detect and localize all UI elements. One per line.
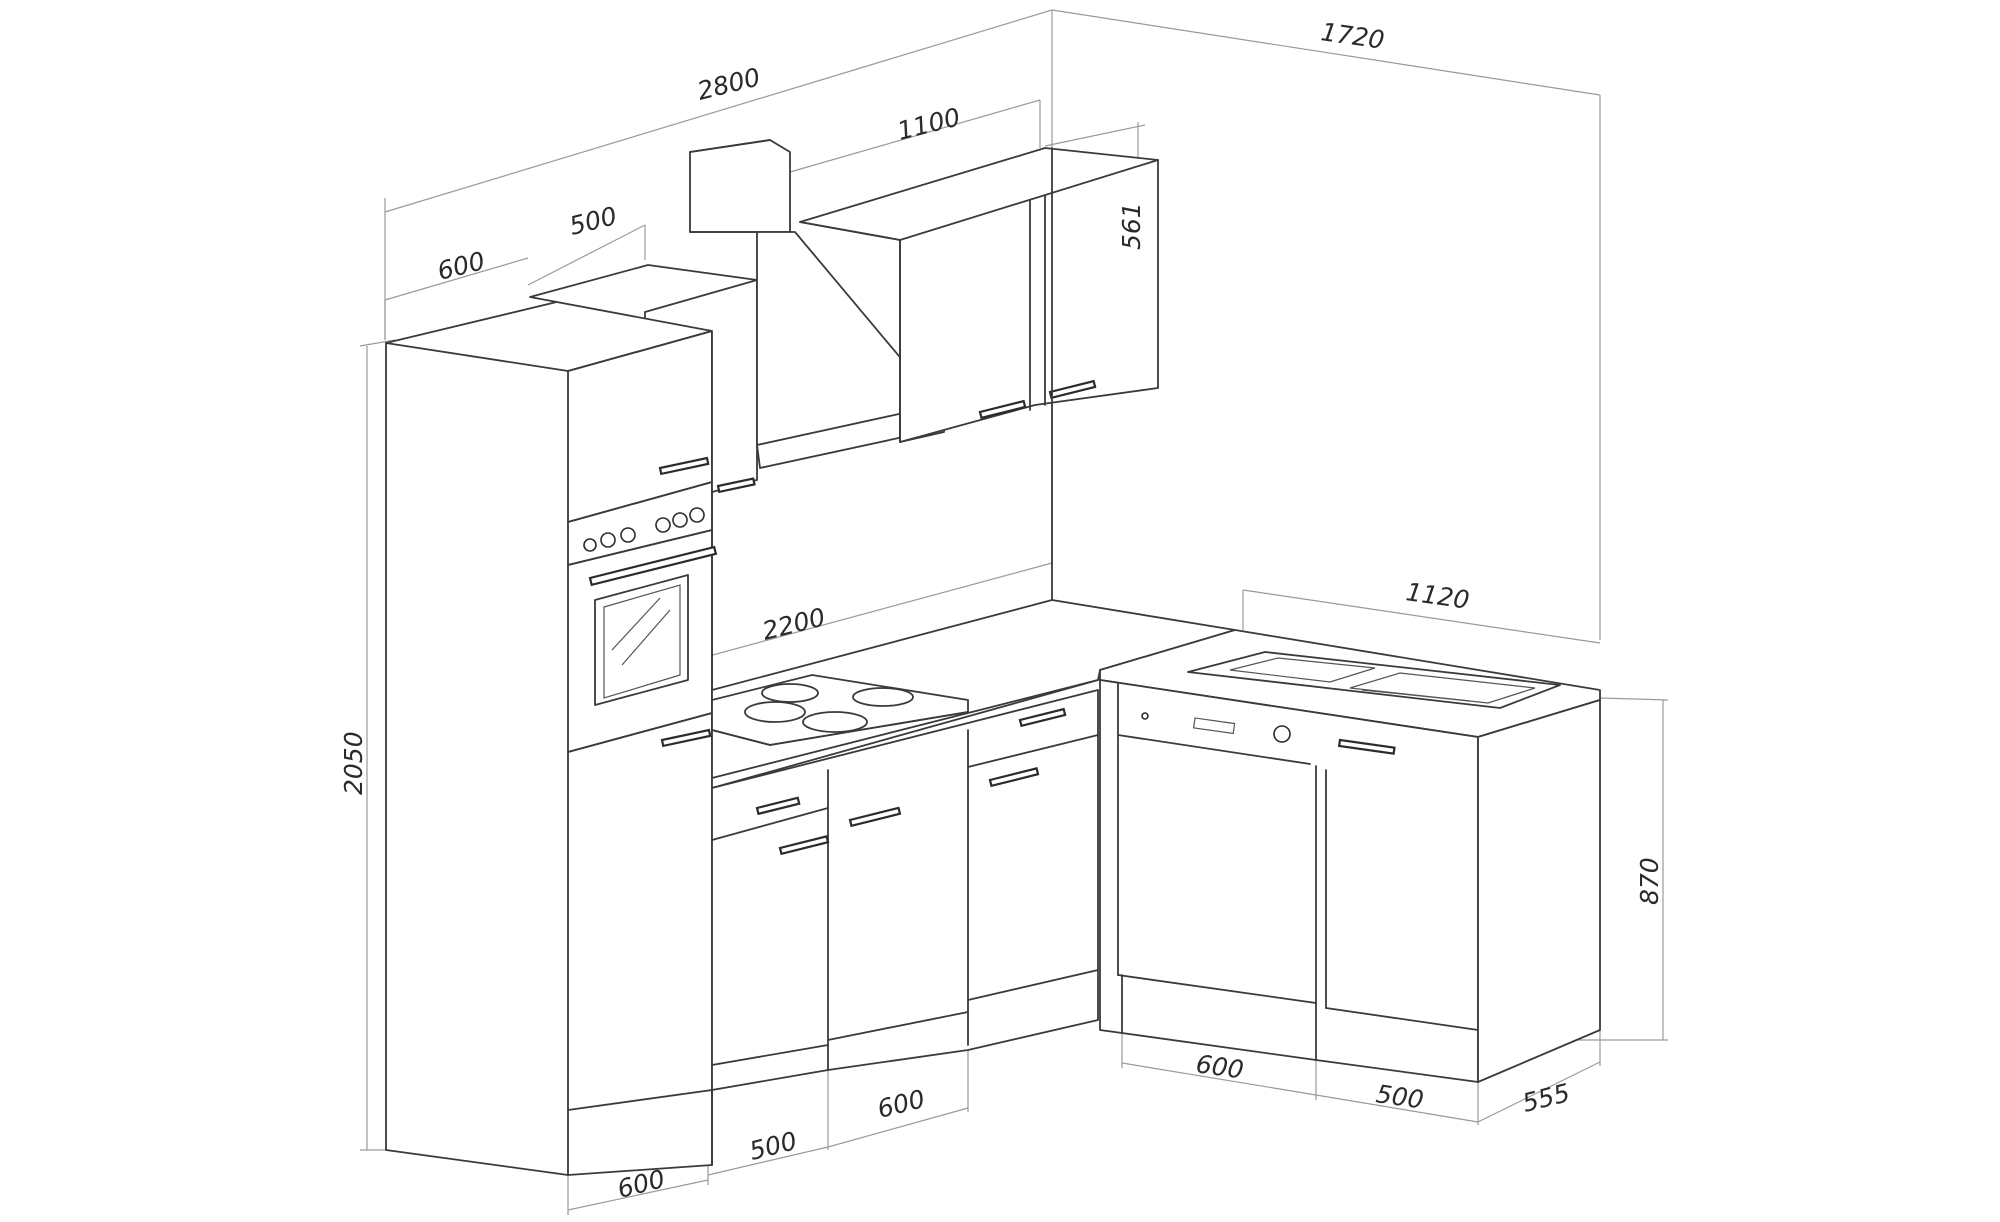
- dim-total-width-right: 1720: [1319, 17, 1386, 55]
- left-base-cabinets: [711, 689, 1099, 1166]
- dim-worktop-left: 2200: [759, 602, 828, 646]
- dim-total-width-left: 2800: [694, 62, 763, 106]
- right-base-cabinets: [1099, 679, 1601, 1083]
- dim-wall-cabinet-height: 561: [1117, 202, 1146, 250]
- dim-hob-base: 600: [874, 1084, 927, 1124]
- dim-fridge-unit-top: 600: [434, 246, 487, 286]
- extractor-hood: [689, 139, 946, 469]
- left-worktop: [711, 599, 1236, 789]
- small-wall-cabinet: [529, 264, 758, 494]
- dim-wall-cabinet-width: 1100: [894, 102, 963, 146]
- dim-wall-cabinet-small: 500: [566, 201, 619, 241]
- dim-drawer-base: 500: [746, 1126, 799, 1166]
- dim-depth: 555: [1519, 1078, 1572, 1118]
- dim-sink-base-width: 500: [1374, 1079, 1425, 1114]
- dim-total-height: 2050: [339, 731, 368, 795]
- dim-dishwasher-width: 600: [1194, 1049, 1245, 1084]
- dim-base-height: 870: [1635, 857, 1664, 905]
- dim-worktop-right: 1120: [1404, 577, 1471, 615]
- tall-oven-fridge-unit: [385, 299, 718, 1176]
- wall-cabinets: [799, 147, 1159, 443]
